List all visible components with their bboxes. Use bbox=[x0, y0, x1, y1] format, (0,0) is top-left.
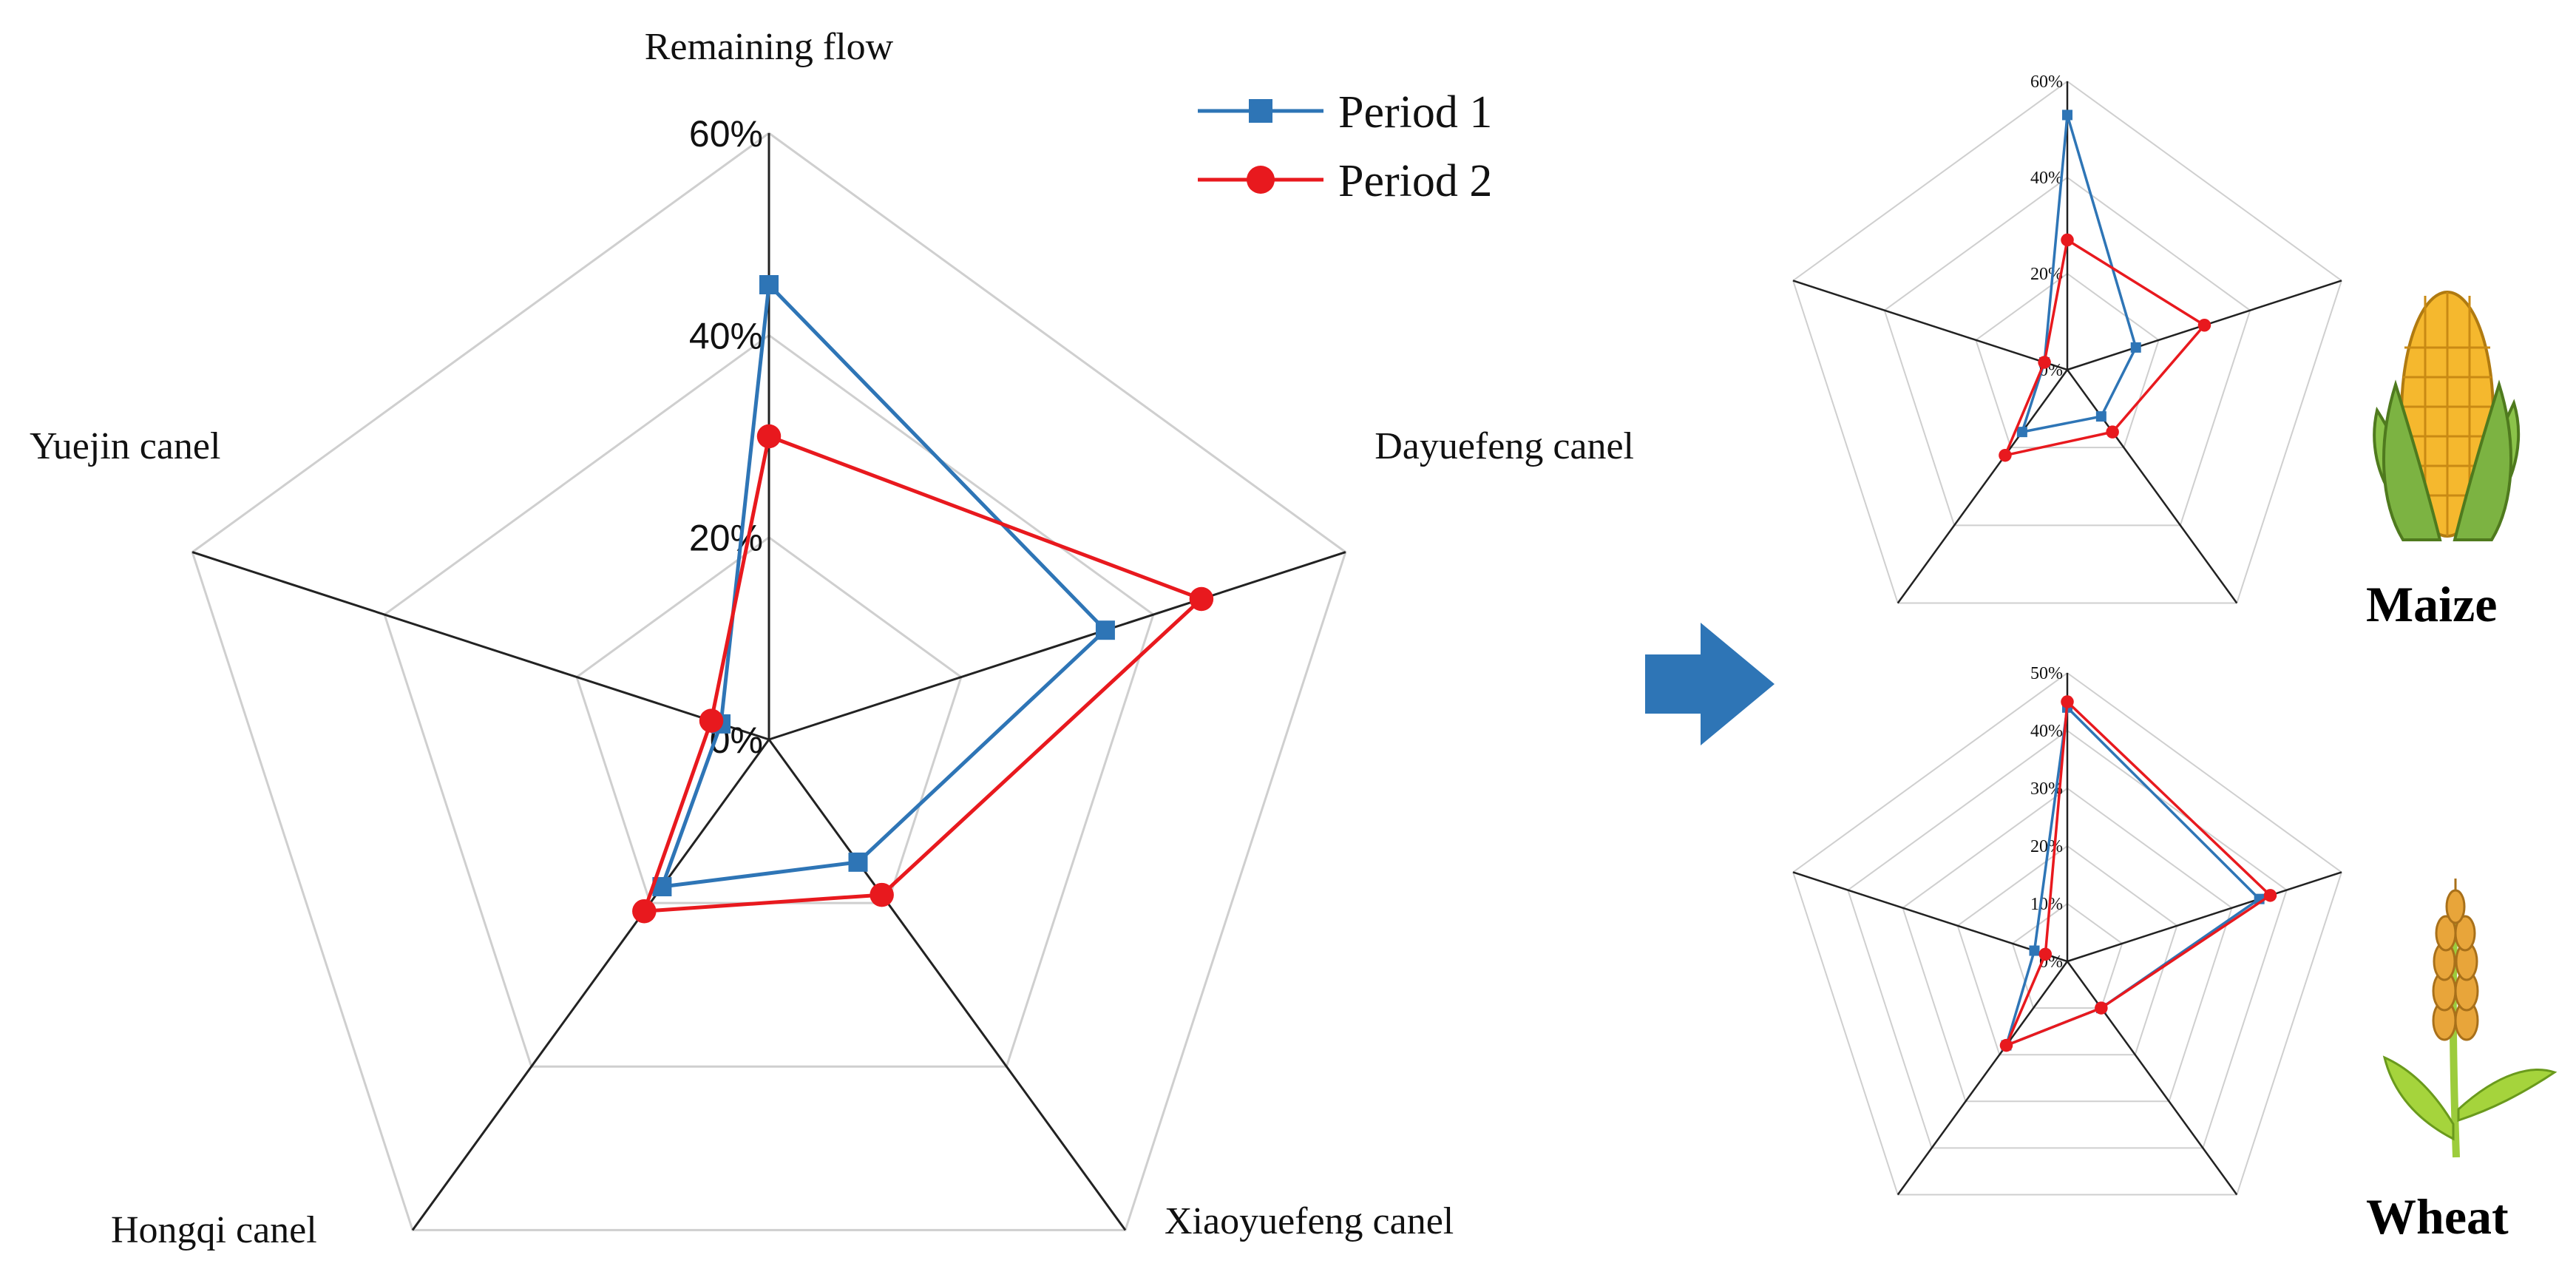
maize-label: Maize bbox=[2366, 576, 2497, 632]
tick-label-3: 60% bbox=[689, 113, 763, 155]
point-s1-3 bbox=[1999, 448, 2012, 462]
point-s1-2 bbox=[870, 882, 894, 907]
point-s1-1 bbox=[2197, 318, 2211, 332]
point-s0-1 bbox=[1095, 620, 1115, 640]
point-s0-2 bbox=[2095, 411, 2106, 422]
axis-spoke-3 bbox=[1897, 961, 2069, 1196]
wheat-icon bbox=[2382, 879, 2558, 1158]
point-s1-0 bbox=[756, 424, 782, 449]
axis-spoke-4 bbox=[1792, 280, 2068, 371]
point-s1-4 bbox=[699, 708, 724, 733]
axis-spoke-4 bbox=[1792, 871, 2068, 963]
wheat-radar-chart: 0%10%20%30%40%50% bbox=[1792, 664, 2343, 1196]
axis-spoke-2 bbox=[767, 739, 1127, 1231]
legend: Period 1 Period 2 bbox=[1198, 87, 1492, 206]
axis-spoke-1 bbox=[768, 551, 1346, 741]
point-s0-4 bbox=[2029, 945, 2040, 956]
main-radar-chart: 0%20%40%60% bbox=[191, 113, 1347, 1231]
series-line-1 bbox=[2004, 238, 2206, 457]
series-line-0 bbox=[2021, 113, 2138, 433]
point-s1-1 bbox=[1189, 586, 1214, 612]
tick-label-4: 40% bbox=[2030, 722, 2063, 741]
grid-ring-3 bbox=[1792, 80, 2343, 604]
point-s1-2 bbox=[2095, 1001, 2108, 1015]
axis-spoke-1 bbox=[2067, 871, 2342, 963]
wheat-label: Wheat bbox=[2366, 1188, 2509, 1245]
point-s0-0 bbox=[759, 275, 779, 294]
axis-label-xiaoyuefeng: Xiaoyuefeng canel bbox=[1165, 1200, 1454, 1242]
point-s0-2 bbox=[848, 852, 868, 872]
tick-label-1: 20% bbox=[2030, 265, 2063, 284]
point-s0-1 bbox=[2130, 342, 2141, 353]
point-s1-3 bbox=[632, 899, 657, 924]
series-line-1 bbox=[642, 434, 1204, 913]
tick-label-2: 40% bbox=[689, 315, 763, 356]
axis-label-hongqi: Hongqi canel bbox=[111, 1209, 317, 1251]
grid-ring-2 bbox=[1956, 845, 2178, 1056]
axis-spoke-4 bbox=[191, 551, 770, 741]
point-s1-3 bbox=[1999, 1038, 2013, 1052]
point-s1-4 bbox=[2038, 947, 2053, 961]
maize-icon bbox=[2373, 291, 2521, 541]
grid-ring-3 bbox=[191, 132, 1347, 1231]
tick-label-3: 60% bbox=[2030, 72, 2063, 92]
maize-radar-chart: 0%20%40%60% bbox=[1792, 72, 2343, 604]
axis-label-yuejin: Yuejin canel bbox=[30, 425, 220, 467]
tick-label-2: 40% bbox=[2030, 169, 2063, 188]
tick-label-1: 10% bbox=[2030, 895, 2063, 914]
grid-ring-4 bbox=[1847, 729, 2288, 1149]
grid-ring-2 bbox=[383, 334, 1155, 1068]
axis-spoke-2 bbox=[2066, 961, 2238, 1196]
axis-spoke-2 bbox=[2066, 369, 2238, 604]
legend-marker-period-1 bbox=[1249, 99, 1272, 123]
point-s1-4 bbox=[2038, 356, 2051, 369]
point-s1-0 bbox=[2061, 233, 2074, 247]
legend-marker-period-2 bbox=[1247, 166, 1275, 194]
grid-ring-1 bbox=[2011, 902, 2123, 1009]
grid-ring-2 bbox=[1883, 176, 2251, 527]
grid-ring-3 bbox=[1902, 787, 2233, 1103]
axis-label-remaining-flow: Remaining flow bbox=[645, 26, 894, 68]
point-s0-3 bbox=[2016, 427, 2027, 438]
tick-label-5: 50% bbox=[2030, 664, 2063, 683]
axis-spoke-3 bbox=[1897, 369, 2069, 604]
point-s1-1 bbox=[2263, 889, 2277, 902]
right-arrow-icon bbox=[1645, 623, 1775, 745]
point-s0-0 bbox=[2062, 109, 2072, 121]
grid-ring-5 bbox=[1792, 671, 2343, 1196]
point-s1-2 bbox=[2106, 425, 2119, 439]
grid-ring-1 bbox=[1975, 272, 2160, 449]
point-s1-0 bbox=[2061, 695, 2074, 708]
legend-label-period-2: Period 2 bbox=[1338, 156, 1492, 206]
axis-spoke-3 bbox=[411, 739, 770, 1231]
legend-label-period-1: Period 1 bbox=[1338, 87, 1492, 138]
series-line-0 bbox=[660, 282, 1108, 889]
series-line-1 bbox=[2004, 700, 2272, 1047]
axis-label-dayuefeng: Dayuefeng canel bbox=[1375, 425, 1634, 467]
